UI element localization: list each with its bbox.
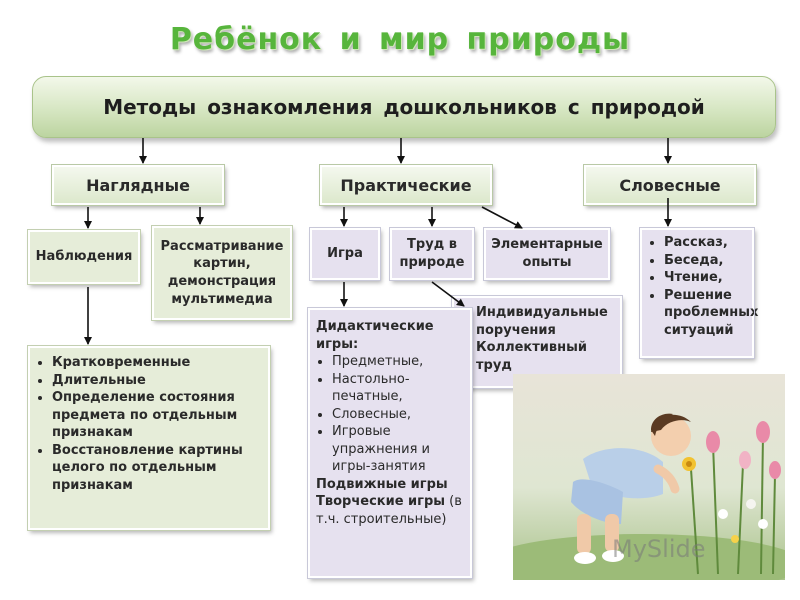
child-with-flowers-illustration	[513, 374, 785, 580]
list-item: Чтение,	[664, 269, 746, 287]
verbal-methods-list: Рассказ, Беседа, Чтение, Решение проблем…	[648, 234, 758, 340]
category-practical: Практические	[319, 164, 493, 206]
labor-types-list: Индивидуальные поручения Коллективный тр…	[460, 304, 614, 374]
category-verbal: Словесные	[583, 164, 757, 206]
observation-types-box: Кратковременные Длительные Определение с…	[27, 345, 271, 531]
list-item: Настольно-печатные,	[332, 371, 464, 406]
didactic-games-list: Предметные, Настольно-печатные, Словесны…	[316, 353, 464, 476]
didactic-games-heading: Дидактические игры:	[316, 319, 434, 352]
labor-box: Труд в природе	[389, 227, 475, 281]
arrow	[431, 281, 465, 307]
experiments-box: Элементарные опыты	[483, 227, 611, 281]
diagram-title: Ребёнок и мир природы	[169, 22, 631, 57]
list-item: Решение проблемных ситуаций	[664, 287, 758, 340]
list-item: Игровые упражнения и игры-занятия	[332, 423, 464, 476]
list-item: Беседа,	[664, 252, 746, 270]
game-box: Игра	[309, 227, 381, 281]
verbal-methods-box: Рассказ, Беседа, Чтение, Решение проблем…	[639, 227, 758, 359]
list-item: Коллективный труд	[476, 339, 614, 374]
methods-banner: Методы ознакомления дошкольников с приро…	[32, 76, 776, 138]
list-item: Длительные	[52, 372, 262, 390]
games-box: Дидактические игры: Предметные, Настольн…	[307, 307, 473, 579]
list-item: Рассказ,	[664, 234, 746, 252]
creative-games-note: (в т.ч. строительные)	[316, 494, 462, 528]
pictures-box: Рассматривание картин, демонстрация муль…	[151, 225, 293, 321]
list-item: Восстановление картины целого по отдельн…	[52, 442, 262, 495]
labor-types-box: Индивидуальные поручения Коллективный тр…	[451, 295, 623, 389]
watermark-text: MySlide	[612, 535, 706, 563]
observation-types-list: Кратковременные Длительные Определение с…	[36, 354, 262, 494]
list-item: Предметные,	[332, 353, 464, 371]
list-item: Словесные,	[332, 406, 464, 424]
creative-games: Творческие игры	[316, 494, 446, 510]
category-visual: Наглядные	[51, 164, 225, 206]
observation-box: Наблюдения	[27, 229, 141, 285]
mobile-games: Подвижные игры	[316, 476, 448, 492]
list-item: Определение состояния предмета по отдель…	[52, 389, 262, 442]
list-item: Кратковременные	[52, 354, 262, 372]
creative-games-line: Творческие игры (в т.ч. строительные)	[316, 493, 464, 528]
list-item: Индивидуальные поручения	[476, 304, 614, 339]
arrow	[481, 206, 523, 229]
